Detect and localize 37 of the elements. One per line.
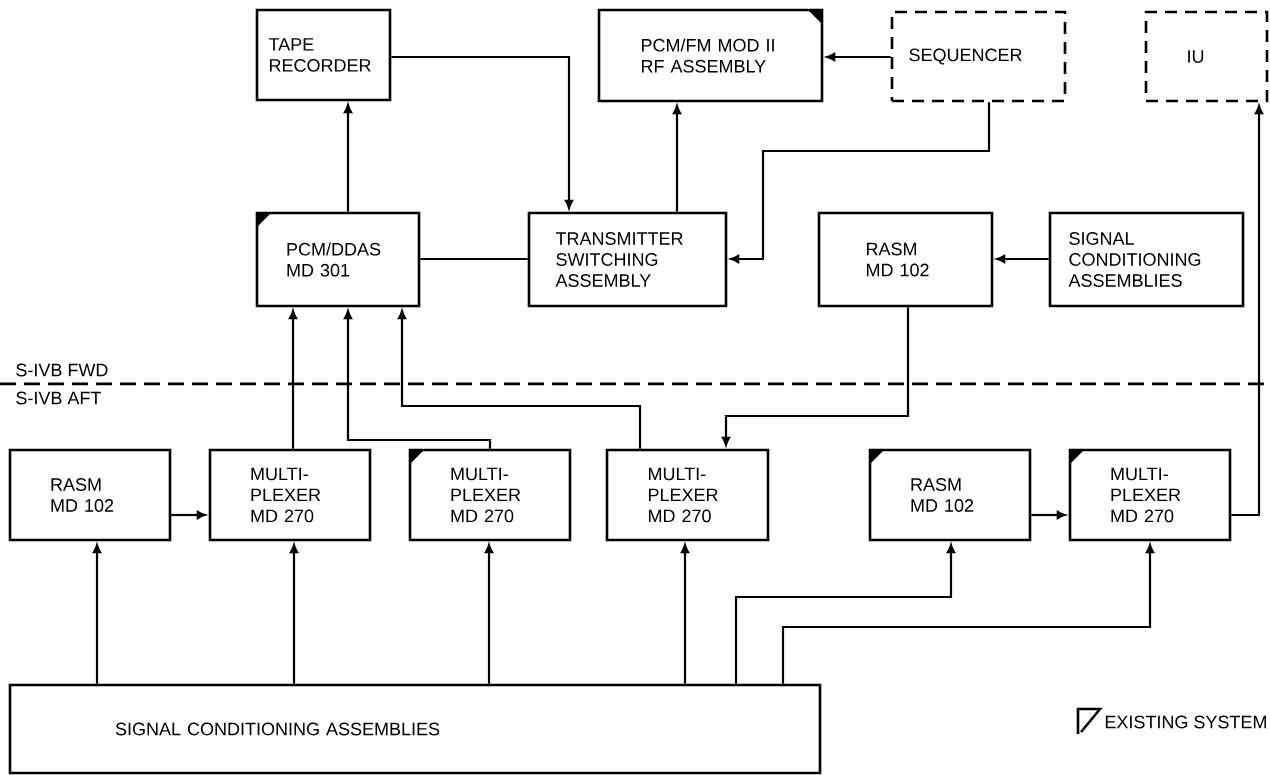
arrow bbox=[1231, 105, 1264, 517]
arrow bbox=[343, 310, 492, 449]
block-box: RASM MD 102 bbox=[8, 448, 172, 542]
block-box: TAPE RECORDER bbox=[255, 8, 392, 102]
arrow bbox=[288, 310, 298, 449]
block-box: PCM/FM MOD II RF ASSEMBLY bbox=[597, 8, 824, 103]
arrow bbox=[343, 104, 353, 212]
block-box: RASM MD 102 bbox=[868, 448, 1032, 542]
arrow bbox=[781, 544, 1155, 684]
block-box: MULTI- PLEXER MD 270 bbox=[605, 448, 770, 542]
legend-label: EXISTING SYSTEM bbox=[1105, 715, 1266, 729]
arrow bbox=[484, 544, 494, 684]
zone-label: S-IVB AFT bbox=[16, 391, 101, 405]
block-box: RASM MD 102 bbox=[817, 211, 994, 308]
block-box: MULTI- PLEXER MD 270 bbox=[208, 448, 372, 542]
arrow bbox=[672, 105, 682, 212]
arrow bbox=[397, 310, 642, 449]
arrow bbox=[996, 254, 1049, 264]
block-box: MULTI- PLEXER MD 270 bbox=[1068, 448, 1232, 542]
arrow bbox=[1031, 510, 1066, 520]
arrow bbox=[171, 510, 206, 520]
block-box: SIGNAL CONDITIONING ASSEMBLIES bbox=[8, 683, 822, 775]
arrow bbox=[826, 52, 891, 62]
arrow bbox=[391, 55, 574, 209]
block-box: PCM/DDAS MD 301 bbox=[255, 211, 421, 308]
arrow bbox=[721, 307, 910, 446]
block-box: IU bbox=[1144, 10, 1269, 103]
block-box: MULTI- PLEXER MD 270 bbox=[408, 448, 572, 542]
arrow bbox=[734, 544, 956, 684]
arrow bbox=[92, 544, 102, 684]
zone-label: S-IVB FWD bbox=[16, 363, 108, 377]
block-box: TRANSMITTER SWITCHING ASSEMBLY bbox=[527, 211, 728, 308]
block-box: SIGNAL CONDITIONING ASSEMBLIES bbox=[1048, 211, 1245, 308]
arrow bbox=[289, 544, 299, 684]
arrow bbox=[680, 544, 690, 684]
block-box: SEQUENCER bbox=[890, 10, 1067, 103]
arrow bbox=[730, 102, 991, 264]
